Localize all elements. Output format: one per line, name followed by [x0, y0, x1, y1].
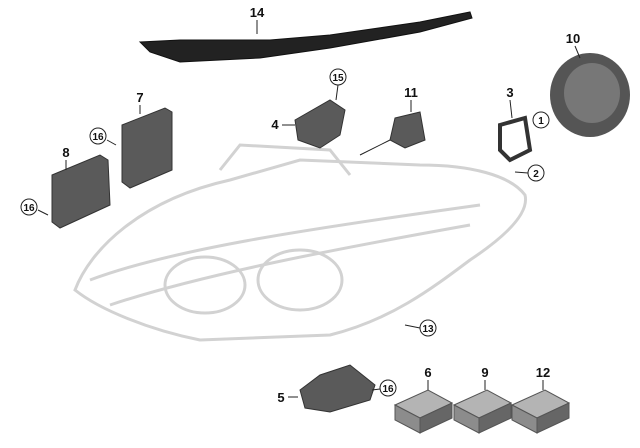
callout-1: 1: [538, 116, 544, 127]
control-unit-7: [121, 107, 173, 189]
callout-5: 5: [277, 390, 284, 405]
callout-16-b: 16: [23, 203, 35, 214]
callout-15: 15: [332, 73, 344, 84]
callout-circle: [419, 319, 437, 337]
box-12: [510, 389, 571, 434]
callout-circle: [527, 164, 545, 182]
callout-8: 8: [62, 145, 69, 160]
callout-circle: [20, 198, 38, 216]
callout-10: 10: [566, 31, 580, 46]
cover-part: [550, 53, 630, 137]
callout-11: 11: [404, 85, 418, 100]
callout-9: 9: [481, 365, 488, 380]
module-part-5: [299, 364, 376, 413]
headlamp-assembly: [73, 143, 527, 342]
callout-3: 3: [506, 85, 513, 100]
callout-14: 14: [250, 5, 265, 20]
callout-6: 6: [424, 365, 431, 380]
callout-circle: [89, 127, 107, 145]
ring-part: [498, 115, 533, 163]
actuator-part: [294, 99, 346, 149]
callout-circle: [532, 111, 550, 129]
callout-7: 7: [136, 90, 143, 105]
callout-2: 2: [533, 169, 539, 180]
control-unit-8: [51, 154, 111, 229]
callout-12: 12: [536, 365, 550, 380]
callout-16-c: 16: [382, 384, 394, 395]
motor-part: [389, 111, 426, 149]
callout-13: 13: [422, 324, 434, 335]
callout-circle: [329, 68, 347, 86]
bracket-part: [138, 11, 473, 63]
callout-16-a: 16: [92, 132, 104, 143]
callout-4: 4: [271, 117, 279, 132]
box-9: [452, 389, 513, 434]
box-6: [393, 389, 454, 434]
callout-circle: [379, 379, 397, 397]
